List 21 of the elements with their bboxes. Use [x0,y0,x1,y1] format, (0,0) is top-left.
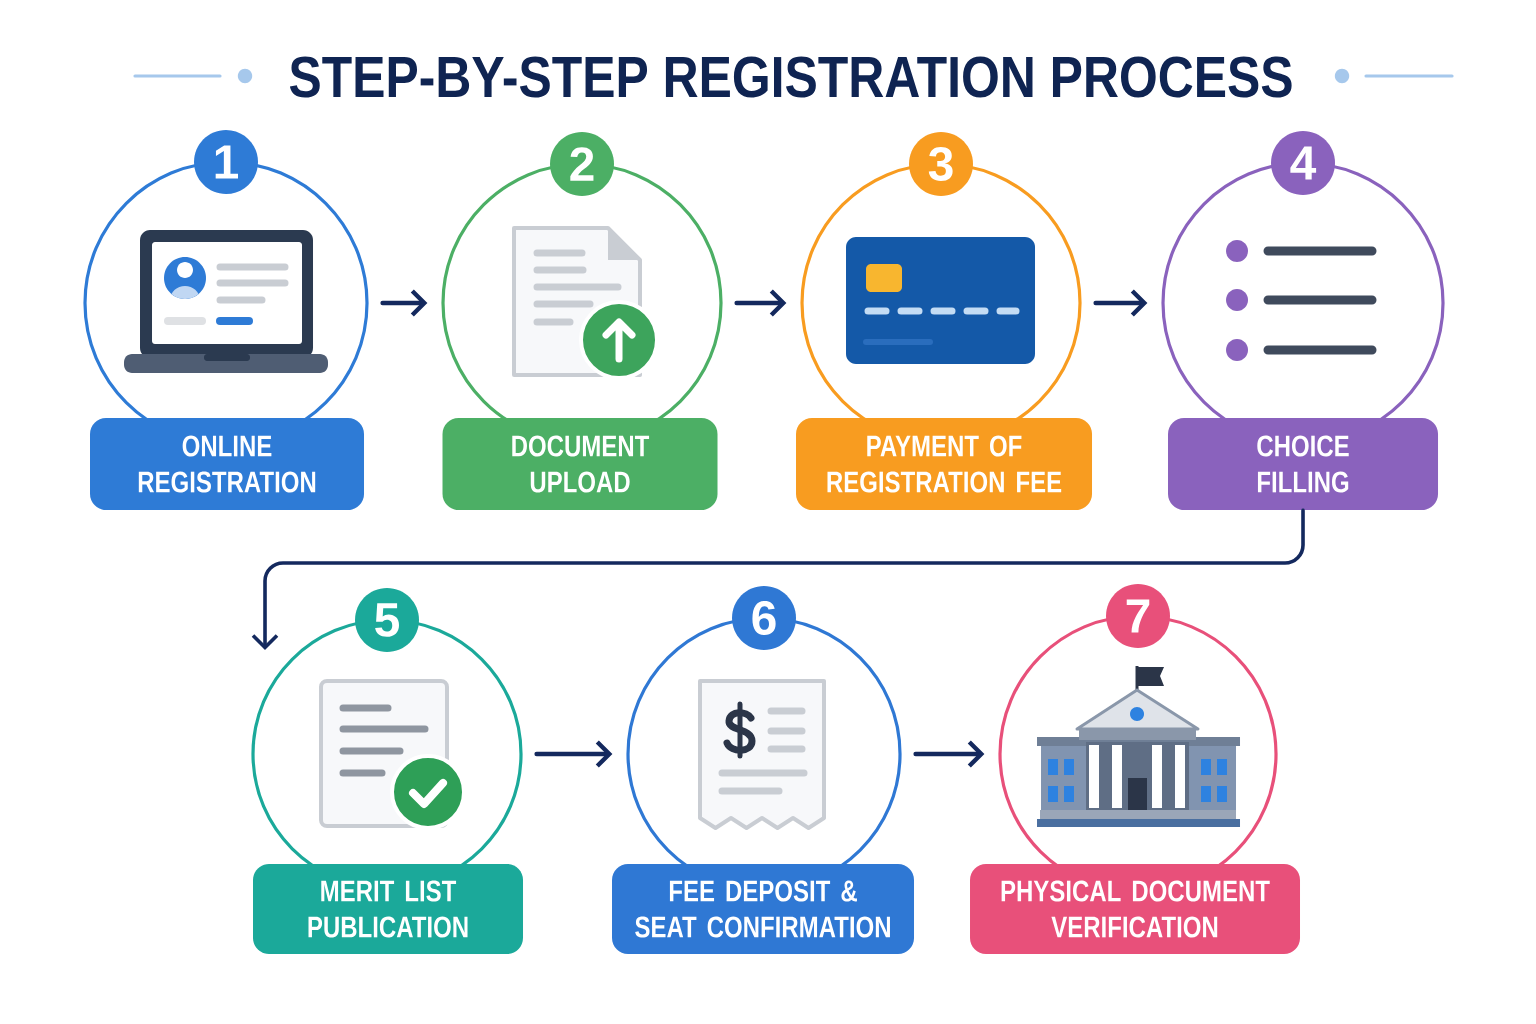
step-label-box: FEE DEPOSIT & SEAT CONFIRMATION [612,864,914,954]
title: STEP-BY-STEP REGISTRATION PROCESS [289,56,1292,98]
step-label-box: MERIT LIST PUBLICATION [253,864,523,954]
step-label-box: PAYMENT OF REGISTRATION FEE [796,418,1092,510]
number-badge: 5 [355,588,419,652]
arrow [1093,289,1148,317]
step-label-box: PHYSICAL DOCUMENT VERIFICATION [970,864,1300,954]
number-badge: 1 [194,130,258,194]
number-badge: 4 [1271,131,1335,195]
arrow [734,289,787,317]
step-label-box: CHOICE FILLING [1168,418,1438,510]
step-label-box: DOCUMENT UPLOAD [442,418,718,510]
number-badge: 2 [550,132,614,196]
arrow [251,508,1305,650]
arrow [913,740,985,768]
arrow [380,289,428,317]
number-badge: 3 [909,132,973,196]
arrow [534,740,613,768]
step-label-box: ONLINE REGISTRATION [90,418,364,510]
number-badge: 6 [732,586,796,650]
number-badge: 7 [1106,584,1170,648]
